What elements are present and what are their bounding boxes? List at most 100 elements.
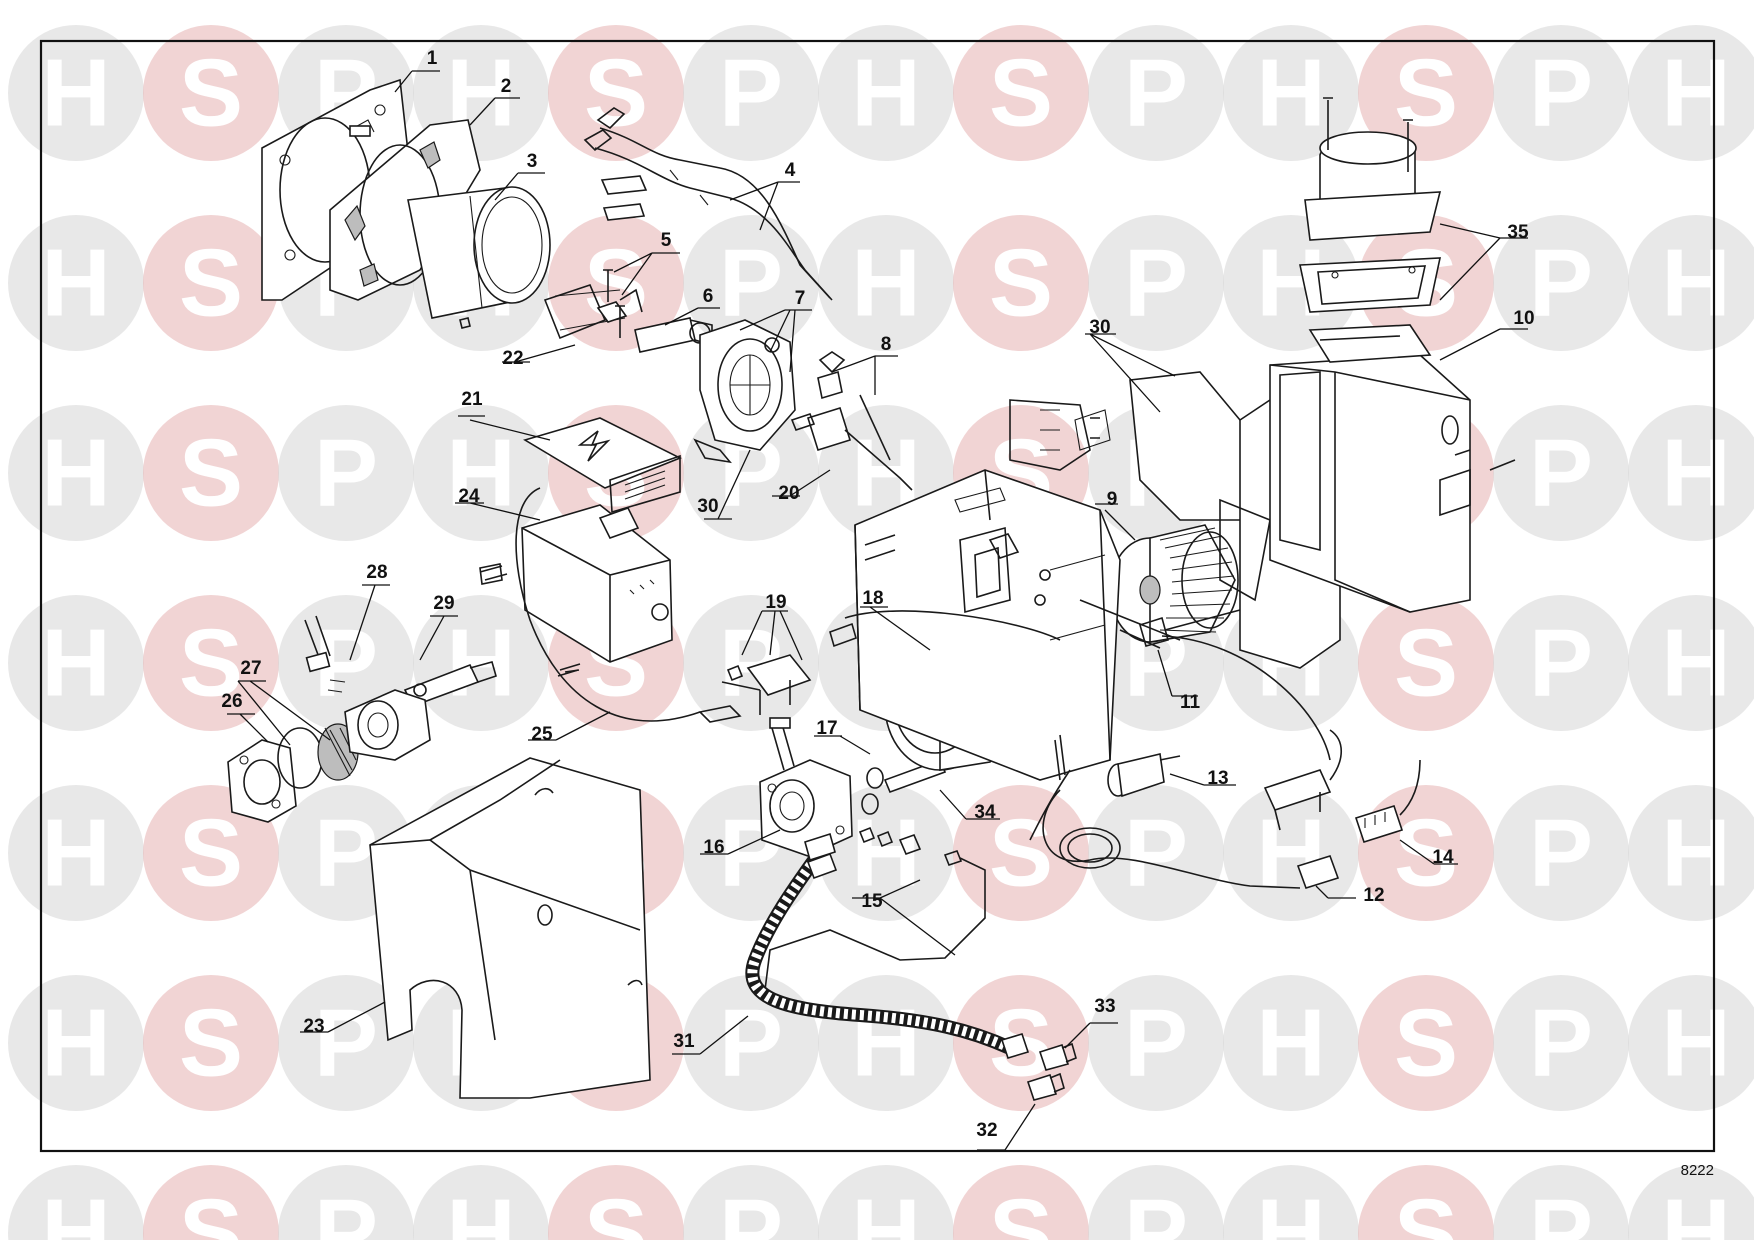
part-control-box-cover[interactable] [523,305,682,514]
watermark-circle [1628,1165,1754,1240]
watermark-circle [143,25,279,161]
part-flexible-hose[interactable] [745,832,1030,1059]
part-combustion-head[interactable] [693,319,796,464]
watermark-letter: H [1661,40,1730,147]
watermark-circle [143,595,279,731]
diagram-frame [39,39,1716,1153]
watermark-circle [278,975,414,1111]
callout-21: 21 [461,389,483,410]
watermark-letter: S [989,230,1053,337]
part-air-intake[interactable] [1299,97,1442,313]
watermark-letter: H [41,610,110,717]
watermark-circle [1223,1165,1359,1240]
watermark-letter: S [179,420,243,527]
watermark-circle [1358,1165,1494,1240]
watermark-circle [143,1165,279,1240]
watermark-circle [1088,25,1224,161]
part-burner-cover[interactable] [369,757,651,1099]
callout-11: 11 [1180,692,1201,713]
part-nipple-32[interactable] [1026,1072,1065,1101]
watermark-letter: P [719,230,783,337]
watermark-letter: S [1394,800,1458,907]
callout-8: 8 [881,334,892,355]
watermark-letter: S [584,230,648,337]
watermark-letter: H [851,230,920,337]
watermark-letter: H [851,990,920,1097]
watermark-circle [1358,975,1494,1111]
watermark-letter: S [1394,610,1458,717]
watermark-circle [1628,785,1754,921]
watermark-circle [683,215,819,351]
watermark-circle [953,25,1089,161]
watermark-circle [1628,25,1754,161]
watermark-letter: S [179,40,243,147]
part-fan-wheel[interactable] [1109,524,1239,643]
watermark-circle [1628,595,1754,731]
part-terminal-block[interactable] [721,654,812,715]
watermark-circle [1628,215,1754,351]
watermark-letter: H [1661,800,1730,907]
watermark-circle [413,1165,549,1240]
watermark-circle [818,215,954,351]
watermark-circle [1088,975,1224,1111]
watermark-circle [953,215,1089,351]
watermark-letter: P [1529,990,1593,1097]
watermark-letter: P [1124,800,1188,907]
watermark-letter: H [41,40,110,147]
watermark-circle [1628,405,1754,541]
watermark-circle [1628,975,1754,1111]
watermark-circle [278,1165,414,1240]
part-ignition-transformer-lead[interactable] [1139,609,1331,761]
part-oil-pump[interactable] [344,689,853,857]
watermark-letter: H [446,1180,515,1240]
watermark-letter: S [1394,990,1458,1097]
watermark-circle [8,1165,144,1240]
part-capacitor[interactable] [1054,734,1181,798]
part-wiring-harness[interactable] [829,610,1071,841]
watermark-letter: P [314,800,378,907]
part-control-box[interactable] [479,504,673,663]
part-ignition-leads[interactable] [583,107,833,301]
watermark-circle [1088,785,1224,921]
watermark-circle [548,1165,684,1240]
watermark-letter: H [1661,1180,1730,1240]
part-photocell[interactable] [790,351,913,491]
watermark-letter: H [41,230,110,337]
watermark-letter: H [1661,610,1730,717]
watermark-letter: P [719,1180,783,1240]
watermark-circle [143,975,279,1111]
watermark-circle [1493,595,1629,731]
callout-27: 27 [240,658,261,679]
watermark-letter: P [1529,40,1593,147]
callout-25: 25 [531,724,553,745]
callout-23: 23 [303,1016,324,1037]
watermark-letter: P [1529,1180,1593,1240]
watermark-letter: P [1529,230,1593,337]
part-control-cable[interactable] [515,487,742,723]
watermark-letter: H [446,610,515,717]
watermark-circle [1358,25,1494,161]
watermark-letter: S [179,1180,243,1240]
callout-1: 1 [427,48,438,69]
callout-34: 34 [974,802,996,823]
part-air-box[interactable] [1269,324,1516,613]
drawing-reference-code: 8222 [1681,1162,1714,1179]
watermark-letter: S [179,800,243,907]
watermark-letter: P [314,420,378,527]
watermark-letter: S [1394,1180,1458,1240]
watermark-letter: H [1256,990,1325,1097]
part-plug-cable[interactable] [1042,729,1421,889]
watermark-circle [1223,215,1359,351]
watermark-letter: P [1124,990,1188,1097]
watermark-circle [818,1165,954,1240]
watermark-letter: S [584,1180,648,1240]
part-pump-valve-28[interactable] [304,615,346,693]
part-oil-pipe[interactable] [764,826,986,991]
part-screws-5[interactable] [596,269,643,323]
watermark-letter: H [41,1180,110,1240]
part-blast-tube[interactable] [407,186,551,319]
part-nipple-33[interactable] [1038,1042,1077,1071]
part-pump-cover[interactable] [227,739,297,823]
watermark-letter: H [41,420,110,527]
part-burner-housing[interactable] [854,409,1181,781]
